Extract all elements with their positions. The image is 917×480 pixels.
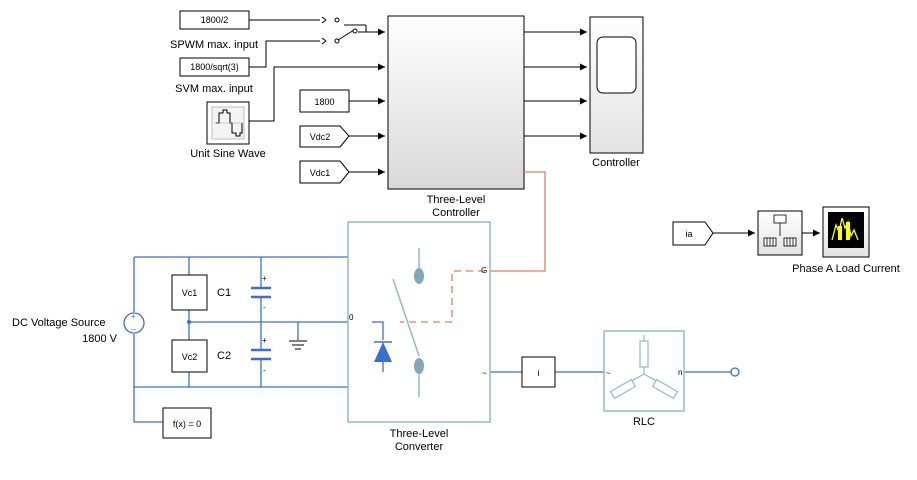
phase-a-scope-block[interactable] [822,206,870,258]
phase-a-label: Phase A Load Current [792,263,900,275]
tl-converter-label-1: Three-Level [390,428,449,440]
tl-converter-label-2: Converter [395,441,444,453]
capacitor-c1[interactable] [251,286,271,299]
tl-controller-label-1: Three-Level [427,194,486,206]
tl-controller-label-2: Controller [432,207,480,219]
neutral-terminal[interactable] [730,367,740,377]
const-spwm-value: 1800/2 [201,15,229,25]
converter-port-g: G [481,266,487,275]
converter-port-0: 0 [349,313,354,322]
signal-lines [249,19,820,237]
svg-text:+: + [131,312,136,321]
const-svm-value: 1800/sqrt(3) [190,62,239,72]
from-vdc2-label: Vdc2 [310,132,331,142]
sine-wave-block[interactable] [206,101,250,145]
const-1800-block[interactable] [299,89,350,113]
current-meas-block[interactable] [521,356,556,388]
controller-label: Controller [592,157,640,169]
rlc-load-block[interactable] [603,330,685,412]
vc1-block[interactable] [171,274,208,311]
rlc-port-n: n [678,368,682,377]
from-vdc1-block[interactable] [299,160,350,184]
svm-label: SVM max. input [175,83,253,95]
c2-minus: - [263,366,266,375]
const-spwm-block[interactable] [179,10,250,30]
current-meas-label: i [538,368,540,378]
three-level-controller-block[interactable] [387,15,525,190]
manual-switch-1[interactable] [321,16,340,24]
const-svm-block[interactable] [179,57,250,77]
c2-label: C2 [217,350,231,362]
vc1-label: Vc1 [182,288,198,298]
dc-source-value: 1800 V [82,333,118,345]
svg-text:–: – [131,324,136,334]
from-ia-block[interactable] [672,221,714,246]
c1-plus: + [262,274,267,283]
dc-voltage-source[interactable]: + – [123,312,145,334]
converter-port-ac: ~ [482,369,487,378]
const-1800-value: 1800 [314,97,334,107]
three-level-converter-block[interactable] [347,221,491,423]
rlc-port-ac: ~ [606,369,611,378]
solver-config-label: f(x) = 0 [173,419,201,429]
gate-signal-line [489,171,546,272]
rlc-label: RLC [633,416,655,428]
sine-label: Unit Sine Wave [190,148,265,160]
spwm-label: SPWM max. input [170,39,258,51]
demux-block[interactable] [757,210,803,256]
junction-dot [187,320,191,324]
capacitor-c2[interactable] [251,348,271,361]
c1-label: C1 [217,287,231,299]
from-ia-label: ia [685,229,692,239]
vc2-label: Vc2 [182,352,198,362]
dc-source-label: DC Voltage Source [12,317,106,329]
from-vdc2-block[interactable] [299,125,350,148]
controller-scope-block[interactable] [589,16,644,154]
from-vdc1-label: Vdc1 [310,168,331,178]
ground-icon [289,340,307,350]
manual-switch-2[interactable] [321,28,358,45]
c1-minus: - [263,303,266,312]
solver-config-block[interactable] [162,407,212,439]
c2-plus: + [262,336,267,345]
power-lines [133,256,731,423]
vc2-block[interactable] [171,339,208,373]
